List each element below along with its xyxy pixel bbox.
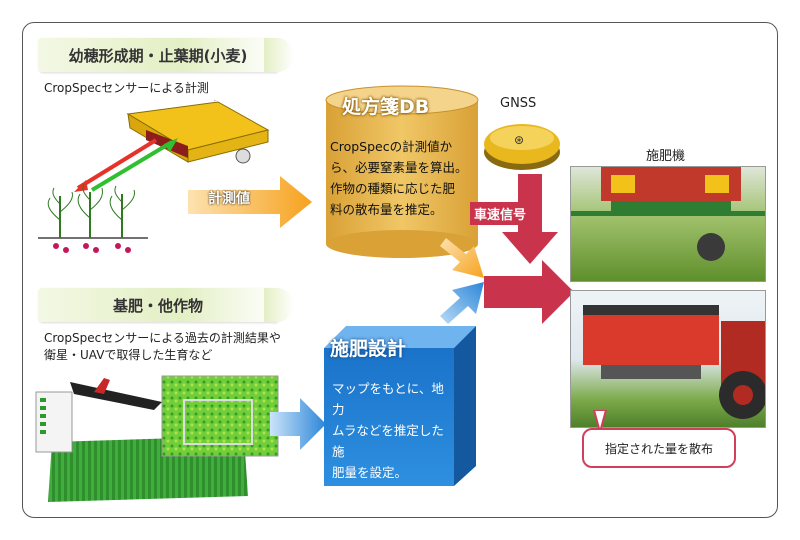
spreader-photo-bottom (570, 290, 766, 428)
gnss-label: GNSS (500, 96, 537, 111)
speed-signal-label: 車速信号 (470, 202, 531, 225)
wheat-plant-icon (47, 183, 135, 238)
plan-title: 施肥設計 (330, 338, 407, 360)
db-line: CropSpecの計測値か (330, 139, 453, 154)
db-cylinder (325, 85, 479, 258)
db-line: 料の散布量を推定。 (330, 202, 443, 217)
stage2-note-line: CropSpecセンサーによる過去の計測結果や (44, 331, 281, 345)
machine-callout: 指定された量を散布 (582, 428, 736, 468)
db-line: 作物の種類に応じた肥 (330, 181, 456, 196)
plan-box (324, 326, 476, 486)
plan-line: ムラなどを推定した施 (332, 423, 444, 459)
output-arrow (484, 260, 574, 324)
plan-line: マップをもとに、地力 (332, 381, 444, 417)
stage2-title: 基肥・他作物 (112, 296, 203, 315)
measure-arrow (188, 168, 312, 228)
plan-description: マップをもとに、地力 ムラなどを推定した施 肥量を設定。 (332, 378, 456, 483)
map-arrow (270, 398, 326, 450)
db-description: CropSpecの計測値か ら、必要窒素量を算出。 作物の種類に応じた肥 料の散… (330, 136, 478, 220)
uav-drone-icon (70, 378, 162, 410)
machine-label: 施肥機 (646, 149, 686, 164)
stage2-banner: 基肥・他作物 (38, 288, 294, 322)
gnss-receiver-icon: ⊛ (484, 124, 560, 170)
stage2-note: CropSpecセンサーによる過去の計測結果や 衛星・UAVで取得した生育など (44, 330, 281, 364)
satellite-image (161, 375, 279, 457)
spreader-photo-top (570, 166, 766, 282)
sensor-note: CropSpecセンサーによる計測 (44, 81, 209, 95)
measure-label: 計測値 (208, 191, 250, 207)
merge-arrows (440, 238, 484, 324)
db-title: 処方箋DB (342, 96, 430, 118)
cropspec-sensor-icon (126, 100, 270, 164)
stage1-title: 幼穂形成期・止葉期(小麦) (68, 46, 248, 65)
bubble-pointer (592, 410, 608, 434)
sensor-illustration (38, 100, 270, 253)
db-line: ら、必要窒素量を算出。 (330, 160, 468, 175)
plan-line: 肥量を設定。 (332, 465, 408, 480)
field-map-illustration (35, 375, 279, 502)
stage1-banner: 幼穂形成期・止葉期(小麦) (38, 38, 294, 72)
svg-text:⊛: ⊛ (514, 133, 524, 147)
stage2-note-line: 衛星・UAVで取得した生育など (44, 348, 213, 362)
